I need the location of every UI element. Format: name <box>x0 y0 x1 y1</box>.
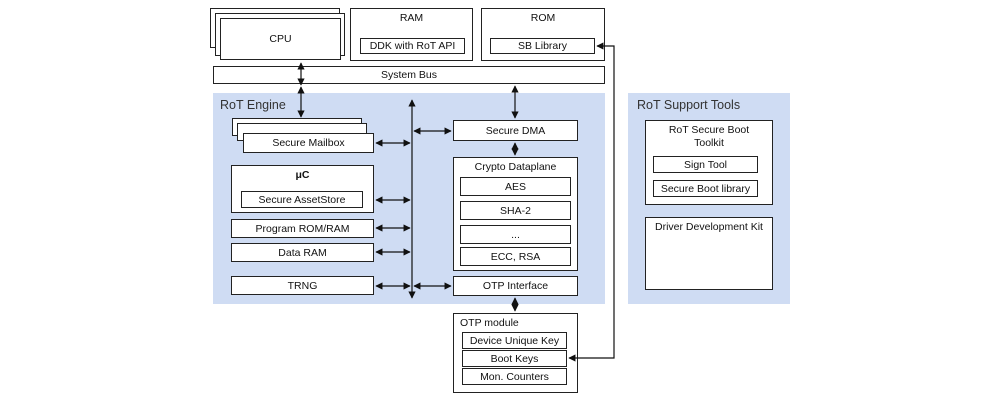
trng-box: TRNG <box>231 276 374 295</box>
data-ram-box: Data RAM <box>231 243 374 262</box>
cpu-box: CPU <box>220 18 341 60</box>
otp-module-title: OTP module <box>460 317 519 329</box>
arrow-bootkeys-sblibrary <box>568 42 615 362</box>
crypto-dataplane-title: Crypto Dataplane <box>474 161 557 173</box>
system-bus-box: System Bus <box>213 66 605 84</box>
boot-keys-box: Boot Keys <box>462 350 567 367</box>
aes-box: AES <box>460 177 571 196</box>
sign-tool-box: Sign Tool <box>653 156 758 173</box>
ellipsis-box: ... <box>460 225 571 244</box>
secure-assetstore-box: Secure AssetStore <box>241 191 363 208</box>
device-unique-key-box: Device Unique Key <box>462 332 567 349</box>
ecc-rsa-box: ECC, RSA <box>460 247 571 266</box>
support-tools-title: RoT Support Tools <box>637 98 741 112</box>
secure-boot-library-box: Secure Boot library <box>653 180 758 197</box>
otp-interface-box: OTP Interface <box>453 276 578 296</box>
mon-counters-box: Mon. Counters <box>462 368 567 385</box>
rom-title: ROM <box>530 12 556 24</box>
driver-development-kit-box: Driver Development Kit <box>645 217 773 290</box>
program-rom-ram-box: Program ROM/RAM <box>231 219 374 238</box>
uc-title: μC <box>295 169 310 181</box>
ram-title: RAM <box>399 12 424 24</box>
secure-mailbox-box: Secure Mailbox <box>243 133 374 153</box>
rot-engine-title: RoT Engine <box>220 98 286 112</box>
ddk-rot-api-box: DDK with RoT API <box>360 38 465 54</box>
secure-boot-toolkit-title: RoT Secure Boot Toolkit <box>668 124 750 149</box>
